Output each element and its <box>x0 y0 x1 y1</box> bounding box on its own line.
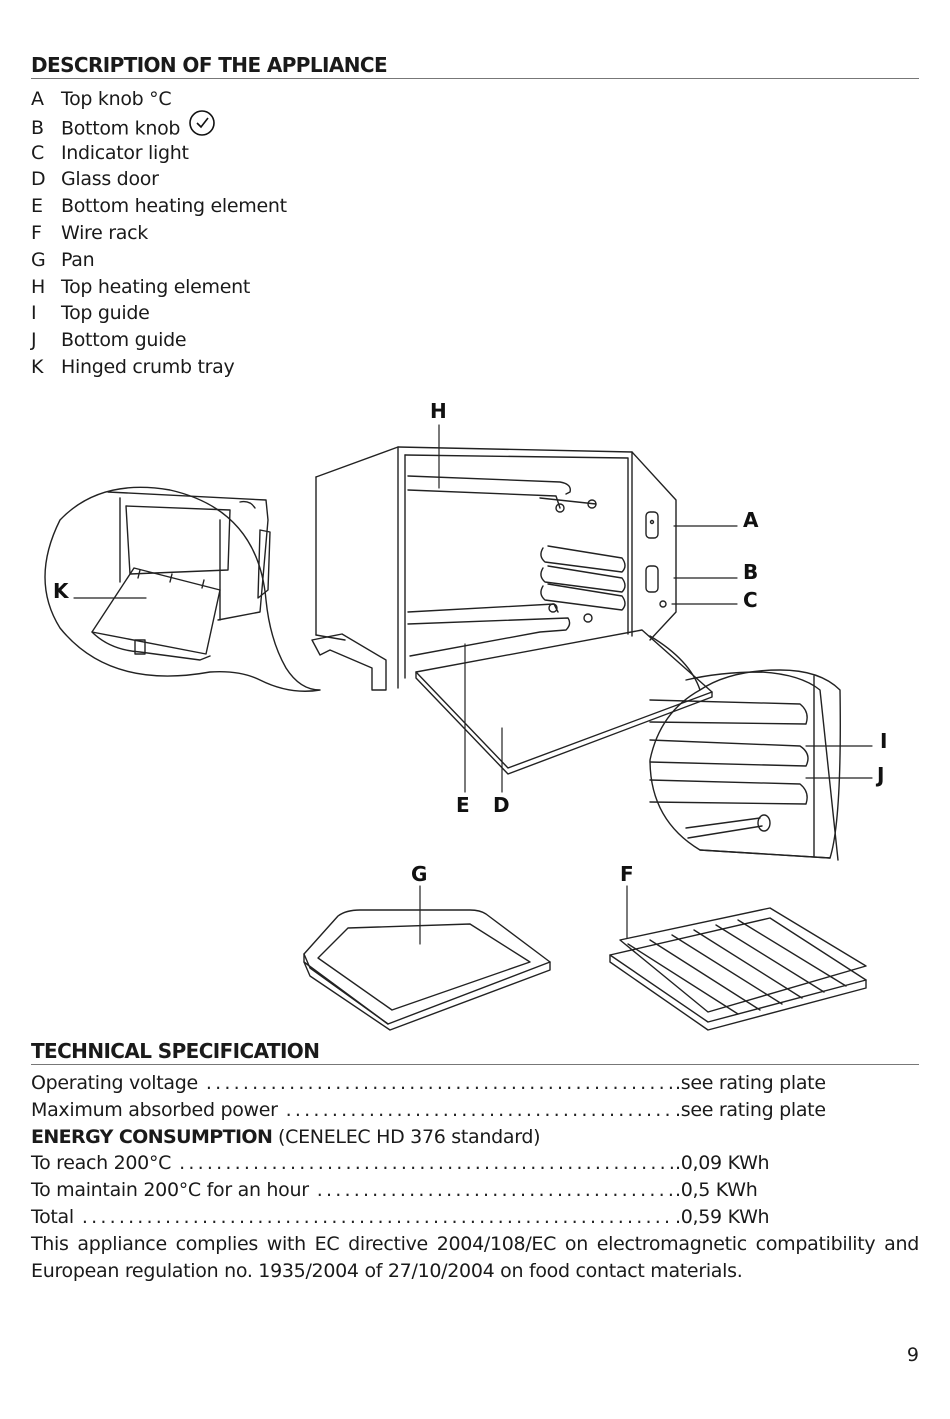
part-name: Pan <box>61 248 95 271</box>
part-letter: J <box>31 329 37 352</box>
tech-heading: TECHNICAL SPECIFICATION <box>31 1039 919 1065</box>
label-k: K <box>53 579 70 603</box>
label-g: G <box>411 862 427 886</box>
description-heading: DESCRIPTION OF THE APPLIANCE <box>31 53 919 79</box>
list-item: I Top guide <box>31 300 287 327</box>
glass-door <box>415 629 713 775</box>
part-letter: F <box>31 221 42 244</box>
list-item: G Pan <box>31 247 287 274</box>
list-item: F Wire rack <box>31 220 287 247</box>
part-name: Hinged crumb tray <box>61 355 235 378</box>
label-d: D <box>493 793 510 817</box>
part-letter: G <box>31 248 46 271</box>
part-name: Bottom heating element <box>61 195 287 218</box>
pan <box>303 909 551 1031</box>
spec-section: Operating voltage ......................… <box>31 1070 919 1284</box>
crumb-tray-detail <box>44 486 321 692</box>
spec-value: .0,59 KWh <box>675 1205 770 1228</box>
oven-illustration: H A B C K I J E D G F <box>44 399 887 1031</box>
part-name: Indicator light <box>61 141 189 164</box>
part-letter: C <box>31 141 44 164</box>
spec-value: .see rating plate <box>675 1098 826 1121</box>
list-item: B Bottom knob <box>31 109 287 140</box>
part-name: Wire rack <box>61 221 148 244</box>
label-e: E <box>456 793 470 817</box>
list-item: A Top knob °C <box>31 86 287 113</box>
dot-leader: ........................................… <box>81 1205 675 1228</box>
part-letter: D <box>31 168 46 191</box>
guides-detail <box>649 635 841 861</box>
energy-title: ENERGY CONSUMPTION <box>31 1125 273 1148</box>
part-name: Bottom guide <box>61 329 187 352</box>
label-j: J <box>875 763 884 787</box>
list-item: D Glass door <box>31 166 287 193</box>
oven-body <box>311 446 677 691</box>
part-name: Top heating element <box>61 275 250 298</box>
part-letter: E <box>31 195 43 218</box>
dot-leader: ........................................… <box>205 1072 675 1094</box>
spec-value: .0,5 KWh <box>675 1179 758 1202</box>
part-name: Bottom knob <box>61 117 181 140</box>
label-b: B <box>743 560 758 584</box>
bottom-heating-element <box>407 603 593 657</box>
label-h: H <box>430 399 447 423</box>
dot-leader: ........................................… <box>179 1152 675 1175</box>
top-heating-element <box>407 475 597 513</box>
list-item: J Bottom guide <box>31 327 287 354</box>
spec-label: Total <box>31 1205 74 1228</box>
clock-icon <box>188 109 216 145</box>
part-name: Top knob °C <box>61 88 172 110</box>
part-letter: A <box>31 88 44 110</box>
part-letter: I <box>31 302 37 325</box>
part-letter: H <box>31 275 45 298</box>
spec-label: Operating voltage <box>31 1072 198 1094</box>
energy-note: (CENELEC HD 376 standard) <box>272 1125 541 1148</box>
spec-row-power: Maximum absorbed power .................… <box>31 1097 919 1124</box>
energy-heading: ENERGY CONSUMPTION (CENELEC HD 376 stand… <box>31 1124 919 1151</box>
label-a: A <box>743 508 759 532</box>
part-letter: B <box>31 117 44 140</box>
list-item: H Top heating element <box>31 274 287 301</box>
list-item: C Indicator light <box>31 140 287 167</box>
spec-label: To reach 200°C <box>31 1152 172 1175</box>
part-name: Glass door <box>61 168 159 191</box>
side-guides <box>540 545 626 611</box>
part-letter: K <box>31 355 44 378</box>
spec-row-voltage: Operating voltage ......................… <box>31 1070 919 1097</box>
list-item: E Bottom heating element <box>31 193 287 220</box>
spec-row-reach: To reach 200°C .........................… <box>31 1150 919 1177</box>
leader-lines <box>73 424 873 945</box>
dot-leader: ........................................… <box>285 1098 675 1121</box>
list-item: K Hinged crumb tray <box>31 354 287 381</box>
spec-label: Maximum absorbed power <box>31 1098 278 1121</box>
label-f: F <box>620 862 634 886</box>
spec-row-maintain: To maintain 200°C for an hour ..........… <box>31 1177 919 1204</box>
spec-value: .see rating plate <box>675 1072 826 1094</box>
spec-row-total: Total ..................................… <box>31 1204 919 1231</box>
compliance-text: This appliance complies with EC directiv… <box>31 1232 919 1282</box>
spec-label: To maintain 200°C for an hour <box>31 1179 309 1202</box>
spec-value: .0,09 KWh <box>675 1152 770 1175</box>
wire-rack <box>609 907 867 1031</box>
page-number: 9 <box>906 1344 919 1366</box>
label-c: C <box>743 588 758 612</box>
dot-leader: ........................................… <box>316 1179 675 1202</box>
label-i: I <box>880 729 887 753</box>
parts-list: A Top knob °C B Bottom knob C Indicator lig… <box>31 86 287 381</box>
part-name: Top guide <box>61 302 150 325</box>
